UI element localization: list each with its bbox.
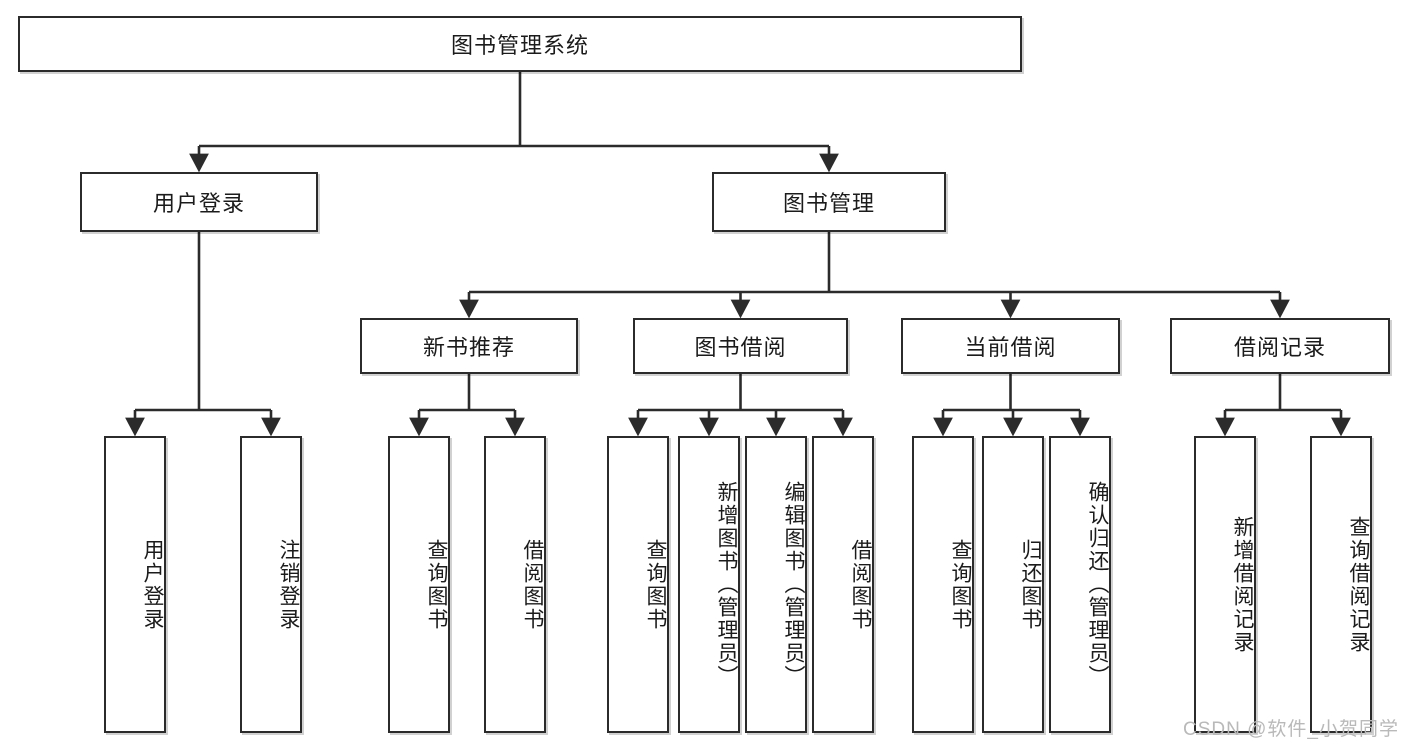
node-leaf-query-book-cur[interactable]: 查询图书: [912, 436, 974, 733]
node-leaf-return-book[interactable]: 归还图书: [982, 436, 1044, 733]
node-root[interactable]: 图书管理系统: [18, 16, 1022, 72]
node-leaf-borrow-book-label: 借阅图书: [849, 538, 872, 631]
node-leaf-query-book-borrow[interactable]: 查询图书: [607, 436, 669, 733]
node-leaf-confirm-return-label: 确认归还（管理员）: [1086, 481, 1109, 688]
node-borrow-record[interactable]: 借阅记录: [1170, 318, 1390, 374]
node-leaf-user-login-label: 用户登录: [141, 538, 164, 631]
node-leaf-logout-label: 注销登录: [277, 538, 300, 631]
node-leaf-query-book-rec[interactable]: 查询图书: [388, 436, 450, 733]
node-leaf-edit-book-label: 编辑图书（管理员）: [782, 481, 805, 688]
node-new-book-rec-label: 新书推荐: [422, 335, 515, 360]
node-book-borrow-label: 图书借阅: [694, 335, 787, 360]
node-leaf-add-record-label: 新增借阅记录: [1231, 515, 1254, 654]
node-root-label: 图书管理系统: [450, 33, 589, 58]
node-leaf-edit-book[interactable]: 编辑图书（管理员）: [745, 436, 807, 733]
node-leaf-add-book[interactable]: 新增图书（管理员）: [678, 436, 740, 733]
node-leaf-borrow-book[interactable]: 借阅图书: [812, 436, 874, 733]
node-leaf-add-book-label: 新增图书（管理员）: [715, 481, 738, 688]
node-leaf-user-login[interactable]: 用户登录: [104, 436, 166, 733]
node-leaf-add-record[interactable]: 新增借阅记录: [1194, 436, 1256, 733]
node-new-book-rec[interactable]: 新书推荐: [360, 318, 578, 374]
node-current-borrow[interactable]: 当前借阅: [901, 318, 1120, 374]
node-user-login-label: 用户登录: [152, 191, 245, 216]
node-user-login[interactable]: 用户登录: [80, 172, 318, 232]
node-leaf-query-record[interactable]: 查询借阅记录: [1310, 436, 1372, 733]
node-leaf-query-book-cur-label: 查询图书: [949, 538, 972, 631]
node-leaf-borrow-book-rec-label: 借阅图书: [521, 538, 544, 631]
node-leaf-query-book-rec-label: 查询图书: [425, 538, 448, 631]
node-borrow-record-label: 借阅记录: [1233, 335, 1326, 360]
node-leaf-return-book-label: 归还图书: [1019, 538, 1042, 631]
node-book-manage-label: 图书管理: [782, 191, 875, 216]
node-leaf-logout[interactable]: 注销登录: [240, 436, 302, 733]
node-book-borrow[interactable]: 图书借阅: [633, 318, 848, 374]
node-current-borrow-label: 当前借阅: [964, 335, 1057, 360]
node-leaf-confirm-return[interactable]: 确认归还（管理员）: [1049, 436, 1111, 733]
node-leaf-query-book-borrow-label: 查询图书: [644, 538, 667, 631]
node-leaf-borrow-book-rec[interactable]: 借阅图书: [484, 436, 546, 733]
node-leaf-query-record-label: 查询借阅记录: [1347, 515, 1370, 654]
node-book-manage[interactable]: 图书管理: [712, 172, 946, 232]
